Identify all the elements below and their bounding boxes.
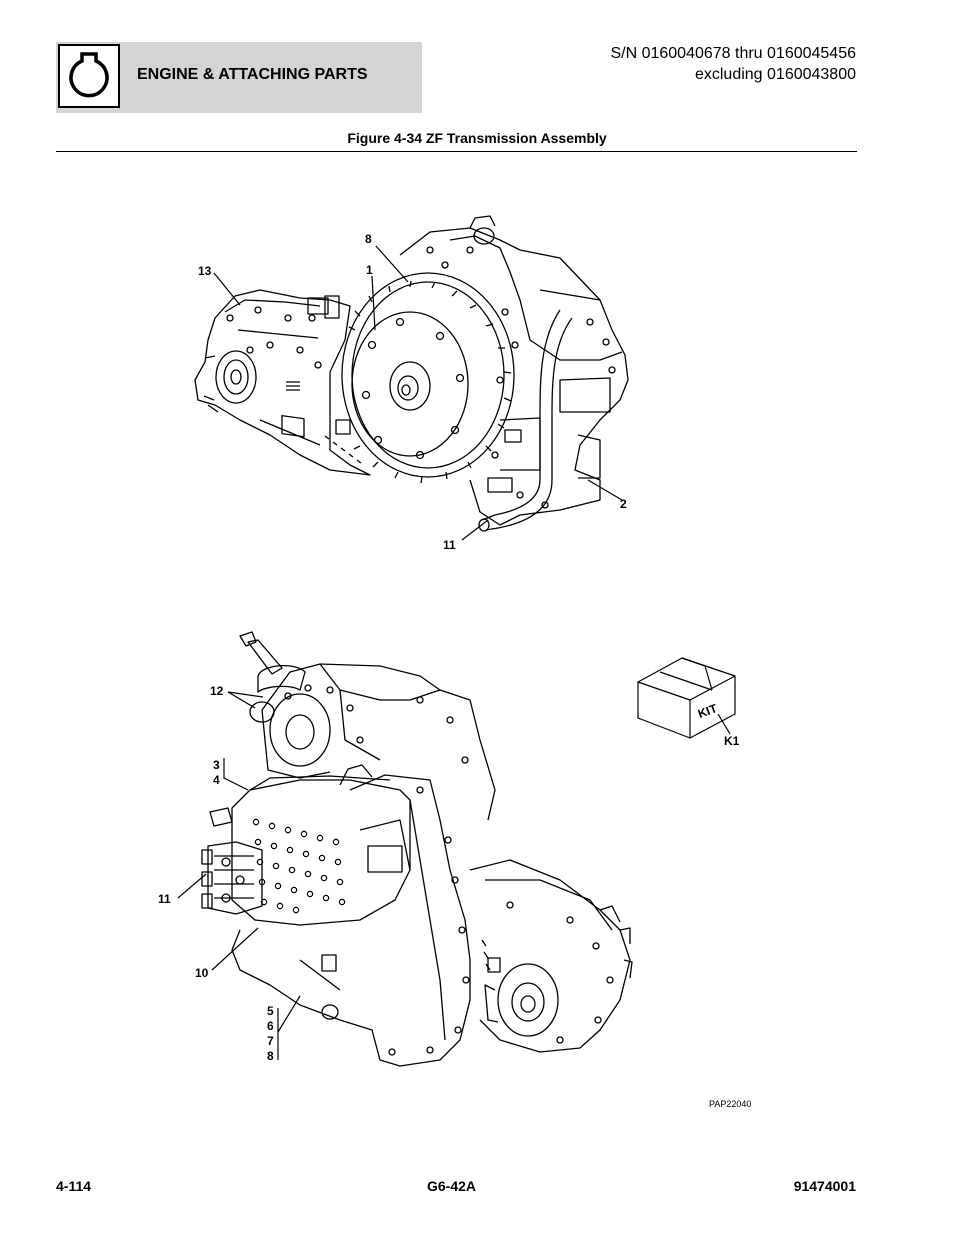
callouts-top: 8 1 13 2 11 — [198, 232, 627, 552]
callout-10: 10 — [195, 966, 209, 980]
kit-label: KIT — [696, 701, 720, 721]
part-number: 91474001 — [793, 1178, 856, 1194]
callout-8-bottom: 8 — [267, 1049, 274, 1063]
callout-11-top: 11 — [443, 538, 456, 552]
page-number: 4-114 — [56, 1178, 92, 1194]
callout-1: 1 — [366, 263, 373, 277]
figure-title: Figure 4-34 ZF Transmission Assembly — [347, 130, 607, 146]
leader-lines — [177, 245, 731, 1060]
callout-5: 5 — [267, 1004, 274, 1018]
section-title: ENGINE & ATTACHING PARTS — [137, 66, 368, 83]
bottom-transmission-view — [201, 631, 633, 1067]
callout-2: 2 — [620, 497, 627, 511]
kit-box — [637, 657, 736, 739]
callout-6: 6 — [267, 1019, 274, 1033]
header-rule — [56, 151, 857, 152]
callout-3: 3 — [213, 758, 220, 772]
callout-12: 12 — [210, 684, 224, 698]
serial-number-range: S/N 0160040678 thru 0160045456 excluding… — [610, 43, 856, 85]
callout-13: 13 — [198, 264, 212, 278]
picture-code: PAP22040 — [709, 1099, 751, 1109]
manual-code: G6-42A — [427, 1178, 477, 1194]
callout-4: 4 — [213, 773, 220, 787]
callout-k1: K1 — [724, 734, 740, 748]
callouts-bottom: 12 3 4 11 10 5 6 7 8 K1 — [158, 684, 740, 1063]
engine-icon — [58, 44, 120, 108]
serial-number-line-1: S/N 0160040678 thru 0160045456 — [610, 45, 856, 62]
callout-8-top: 8 — [365, 232, 372, 246]
callout-11-bottom: 11 — [158, 892, 171, 906]
serial-number-line-2: excluding 0160043800 — [694, 66, 856, 83]
callout-7: 7 — [267, 1034, 274, 1048]
valve-plate-holes — [252, 818, 346, 914]
top-transmission-view — [194, 215, 629, 532]
